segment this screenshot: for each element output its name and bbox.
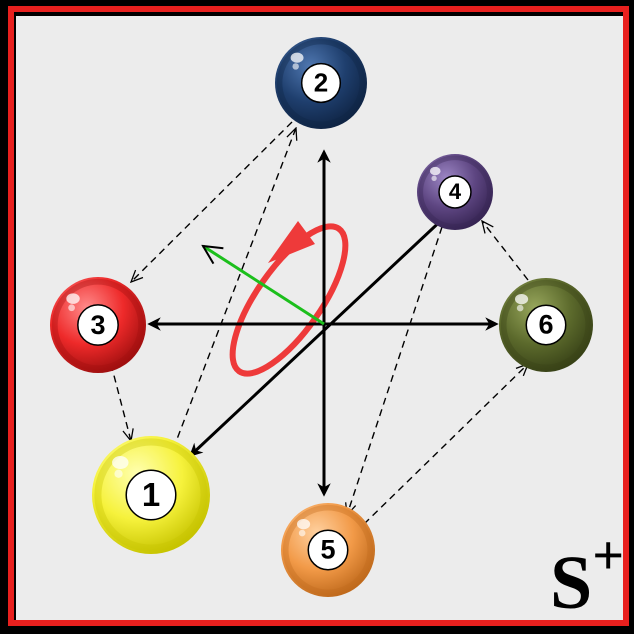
- ball-4: 4: [417, 154, 493, 230]
- ball-5-number: 5: [320, 535, 335, 565]
- ball-4-number: 4: [449, 179, 462, 204]
- ball-3-number: 3: [90, 310, 105, 340]
- symmetry-label-superscript: +: [592, 525, 624, 587]
- ball-1: 1: [92, 436, 210, 554]
- ball-3-shine: [66, 293, 79, 304]
- ball-4-shine: [430, 167, 441, 175]
- ball-3: 3: [50, 277, 146, 373]
- ball-1-shine: [112, 456, 129, 469]
- ball-6: 6: [499, 278, 593, 372]
- ball-2: 2: [275, 37, 367, 129]
- ball-6-number: 6: [538, 310, 553, 340]
- ball-2-shine: [291, 53, 304, 63]
- ball-2-number: 2: [314, 68, 328, 98]
- ball-1-number: 1: [142, 476, 160, 513]
- ball-6-shine: [515, 294, 528, 304]
- ball-5-shine: [297, 519, 310, 529]
- ball-5: 5: [281, 503, 375, 597]
